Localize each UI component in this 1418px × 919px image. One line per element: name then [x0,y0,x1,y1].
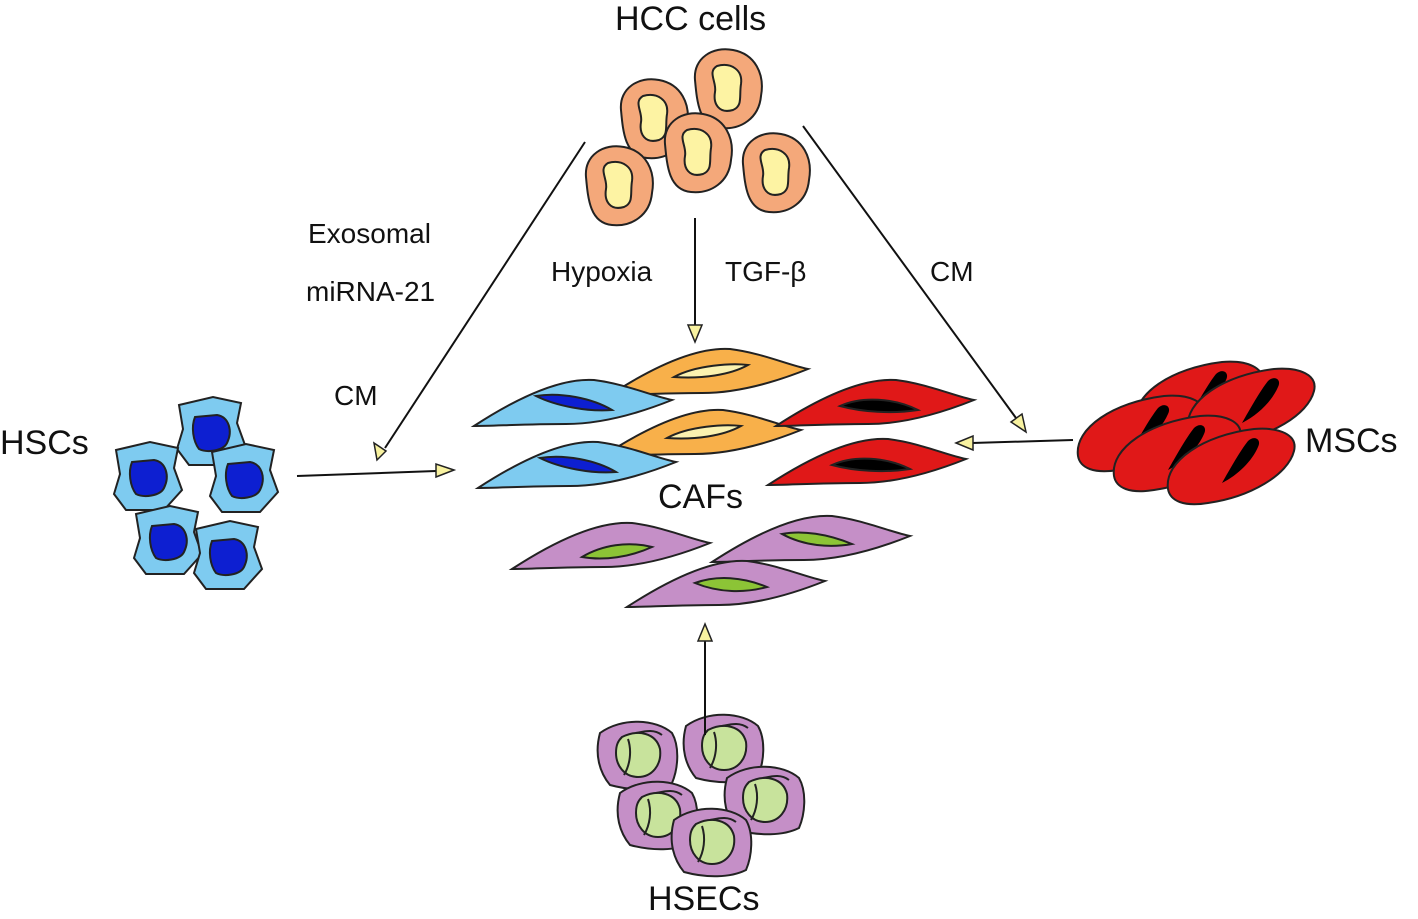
exosomal-label: Exosomal [308,218,431,249]
arrow-mscs-to-cafs [954,434,1074,452]
hcc-cell-icon [584,145,654,227]
hsecs-label: HSECs [648,880,760,918]
hsc-cell-icon [133,505,203,575]
arrow-hcc-to-hsc-cafs [372,141,586,462]
caf-cell-icon [767,437,967,486]
caf-cell-icon [602,408,802,457]
caf-cell-icon [473,378,673,427]
caf-cell-icon [511,521,711,570]
cafs-label: CAFs [658,478,743,516]
arrow-icon [686,324,704,344]
caf-cell-icon [775,378,975,427]
arrow-icon [435,462,457,479]
mscs-label: MSCs [1305,422,1398,460]
arrow-icon [696,622,714,642]
hscs-label: HSCs [0,424,89,462]
caf-cell-icon [609,347,809,396]
mirna-label: miRNA-21 [306,276,436,307]
arrow-hscs-to-cafs [296,462,457,479]
hcc-cell-icon [663,112,733,194]
arrow-hsecs-to-cafs [696,622,714,735]
arrow-icon [1009,412,1028,434]
hcc-cells-label: HCC cells [615,0,767,38]
hypoxia-label: Hypoxia [551,256,653,287]
caf-cell-icon [626,559,826,608]
arrow-hcc-to-cafs [686,218,704,344]
hsec-cell-icon [670,807,753,878]
cm-right-label: CM [930,256,974,287]
arrow-hcc-to-msc-cafs [802,125,1028,434]
hsc-cell-icon [193,520,263,590]
tgfb-label: TGF-β [725,256,807,287]
hsc-cell-icon [209,443,279,513]
hcc-cell-icon [741,132,811,214]
hsec-cell-icon [596,720,679,791]
cm-left-label: CM [334,380,378,411]
arrow-icon [954,434,974,452]
hsc-cell-icon [113,441,183,511]
arrow-icon [372,441,388,462]
caf-cell-icon [711,514,911,563]
caf-cell-icon [477,440,677,489]
